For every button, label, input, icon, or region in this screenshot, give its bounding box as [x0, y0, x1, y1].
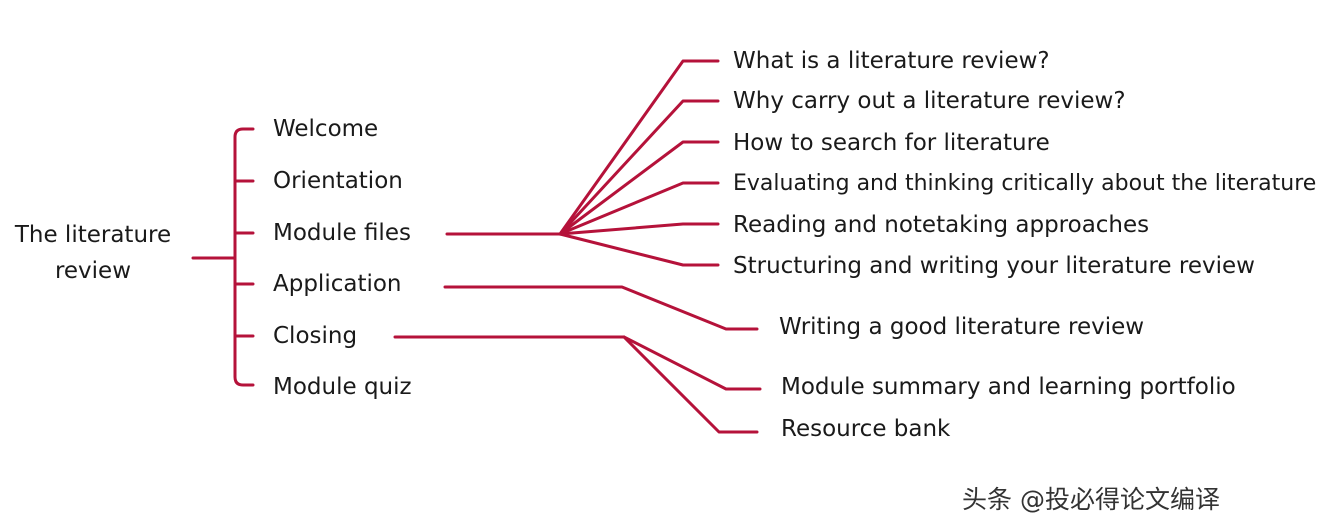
- topic-resource-bank: Resource bank: [781, 416, 951, 442]
- topic-evaluating-critically: Evaluating and thinking critically about…: [733, 171, 1317, 196]
- module-files-topic-connector-6: [558, 232, 720, 267]
- module-files-topic-connector-2: [558, 99, 720, 236]
- watermark: 头条 @投必得论文编译: [962, 485, 1220, 514]
- topic-why-carry-out-review: Why carry out a literature review?: [733, 88, 1126, 114]
- branch-bracket: [233, 127, 255, 387]
- root-label-line1: The literature: [14, 222, 172, 248]
- branch-module-files: Module files: [273, 220, 411, 246]
- root-node: The literature review: [8, 217, 178, 289]
- module-files-topic-connector-4: [558, 181, 720, 236]
- module-files-topic-connector-3: [558, 140, 720, 236]
- topic-structuring-writing: Structuring and writing your literature …: [733, 253, 1255, 279]
- branch-application: Application: [273, 271, 402, 297]
- branch-closing: Closing: [273, 323, 358, 349]
- branch-module-quiz: Module quiz: [273, 374, 412, 400]
- root-label-line2: review: [54, 258, 132, 284]
- topic-reading-notetaking: Reading and notetaking approaches: [733, 212, 1150, 238]
- module-files-topic-connector-5: [558, 222, 720, 236]
- topic-module-summary: Module summary and learning portfolio: [781, 374, 1236, 400]
- closing-topic-connector-1: [393, 335, 762, 391]
- application-topic-connector: [443, 285, 759, 331]
- topic-writing-good-review: Writing a good literature review: [779, 314, 1145, 340]
- branch-welcome: Welcome: [273, 116, 379, 142]
- topic-how-to-search: How to search for literature: [733, 130, 1050, 156]
- branch-orientation: Orientation: [273, 168, 403, 194]
- closing-topic-connector-2: [622, 335, 759, 434]
- topic-what-is-literature-review: What is a literature review?: [733, 48, 1050, 74]
- module-files-topic-connector-1: [558, 59, 720, 236]
